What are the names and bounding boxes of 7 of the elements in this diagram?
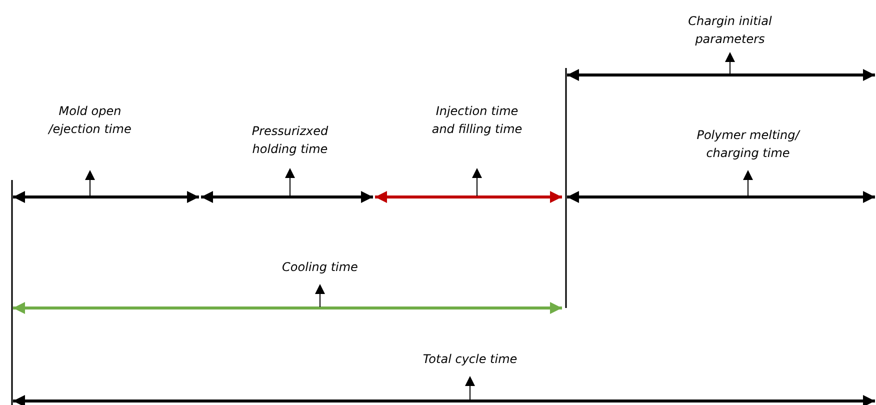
duration-label: Injection time and filling time — [430, 103, 524, 138]
duration-label: Mold open /ejection time — [47, 103, 132, 138]
duration-label: Chargin initial parameters — [687, 13, 773, 48]
duration-label: Total cycle time — [422, 351, 518, 368]
duration-label: Cooling time — [281, 259, 359, 276]
duration-label: Pressurizxed holding time — [250, 123, 330, 158]
duration-label: Polymer melting/ charging time — [696, 127, 802, 162]
